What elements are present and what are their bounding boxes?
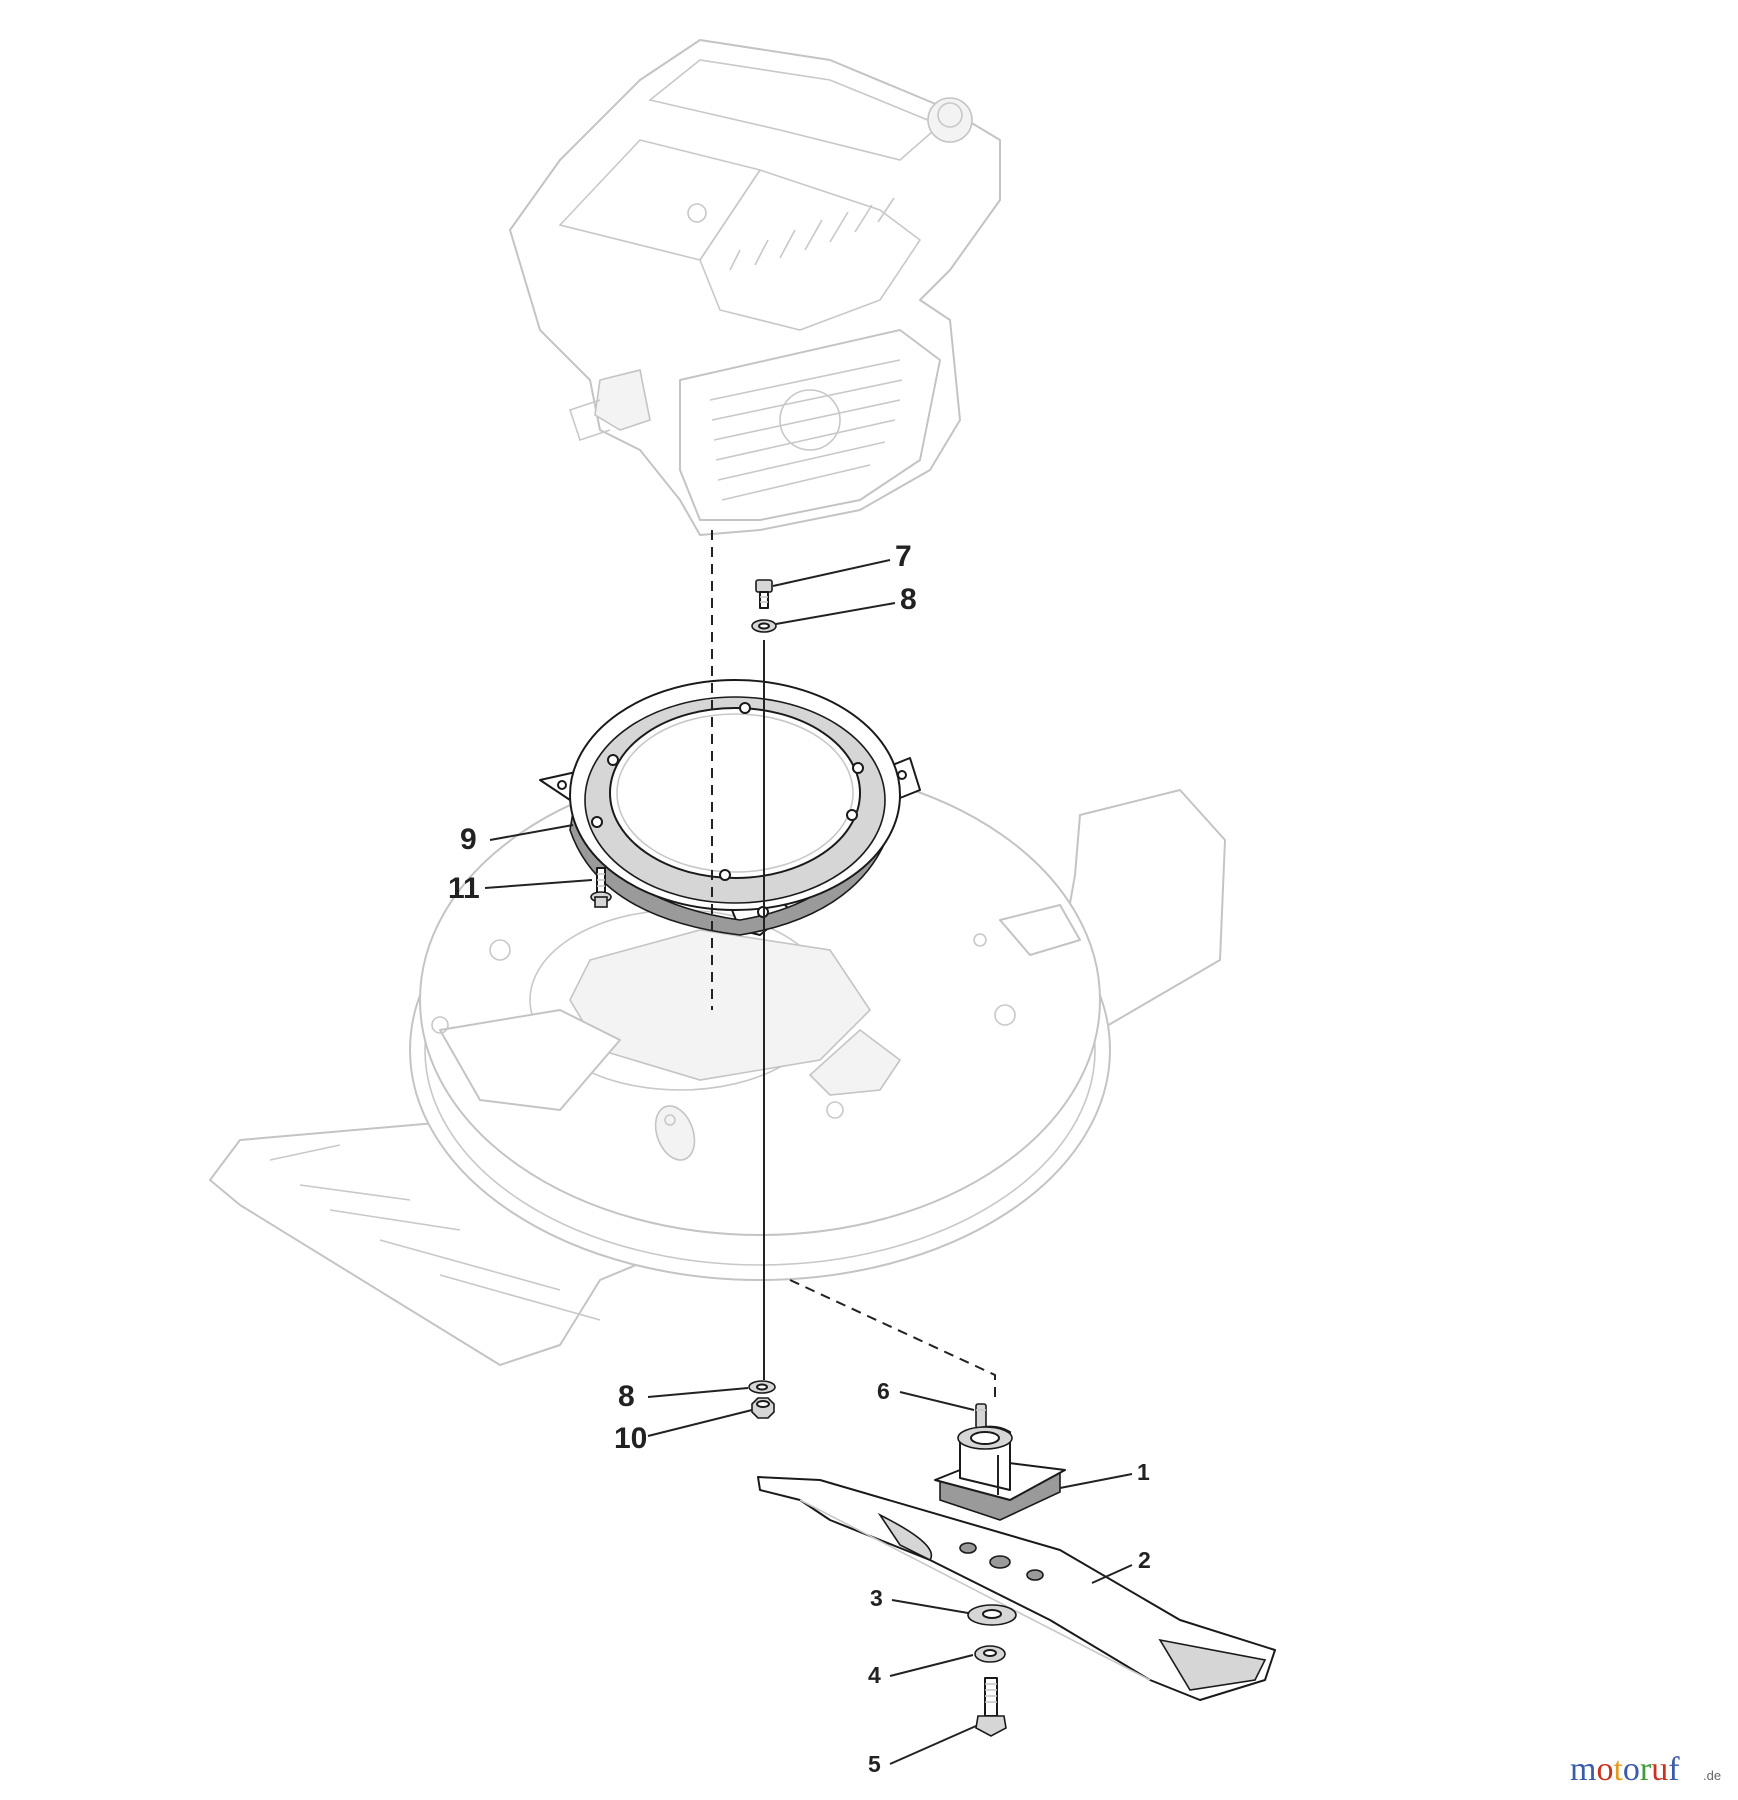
blade-adapter-part-1 (934, 1425, 1066, 1521)
washer-part-3 (967, 1604, 1017, 1626)
callout-2: 2 (1138, 1547, 1151, 1573)
key-part-6 (975, 1403, 987, 1429)
watermark-letter: u (1651, 1751, 1668, 1788)
callout-7: 7 (895, 540, 912, 573)
watermark-letter: f (1668, 1751, 1680, 1788)
blade-part-2 (757, 1476, 1276, 1701)
washer-part-8-top (751, 619, 777, 633)
nut-part-10 (751, 1397, 775, 1419)
watermark-letter: o (1596, 1751, 1613, 1788)
callout-8-top: 8 (900, 583, 917, 616)
engine-fins-top (729, 197, 895, 271)
watermark-letter: m (1570, 1751, 1596, 1788)
watermark-suffix: .de (1703, 1768, 1721, 1783)
assembly-lines (711, 530, 996, 1398)
watermark-letter: o (1623, 1751, 1640, 1788)
callout-8-bottom: 8 (618, 1380, 635, 1413)
callout-labels: 7 8 9 11 8 10 6 1 2 3 4 5 (448, 540, 1151, 1777)
motoruf-watermark: motoruf .de (1570, 1751, 1721, 1788)
callout-3: 3 (870, 1585, 883, 1611)
watermark-letter: t (1613, 1751, 1623, 1788)
bolt-part-5 (975, 1677, 1007, 1737)
callout-6: 6 (877, 1378, 890, 1404)
callout-5: 5 (868, 1751, 881, 1777)
callout-9: 9 (460, 823, 477, 856)
rear-flap-slots (269, 1144, 601, 1321)
watermark-text: motoruf (1570, 1751, 1680, 1788)
callout-10: 10 (614, 1422, 647, 1455)
spring-washer-part-4 (974, 1645, 1006, 1663)
engine-ghost (509, 39, 1001, 536)
callout-4: 4 (868, 1662, 881, 1688)
engine-fins-side (709, 359, 903, 501)
screw-part-11 (590, 867, 612, 908)
callout-11: 11 (448, 872, 480, 905)
adapter-ring-part-9 (539, 679, 921, 936)
mower-deck-ghost (209, 764, 1226, 1366)
callout-leaders (484, 559, 1133, 1765)
washer-part-8-bottom (748, 1380, 776, 1394)
bolt-part-7 (755, 579, 773, 609)
callout-1: 1 (1137, 1459, 1150, 1485)
watermark-letter: r (1640, 1751, 1652, 1788)
